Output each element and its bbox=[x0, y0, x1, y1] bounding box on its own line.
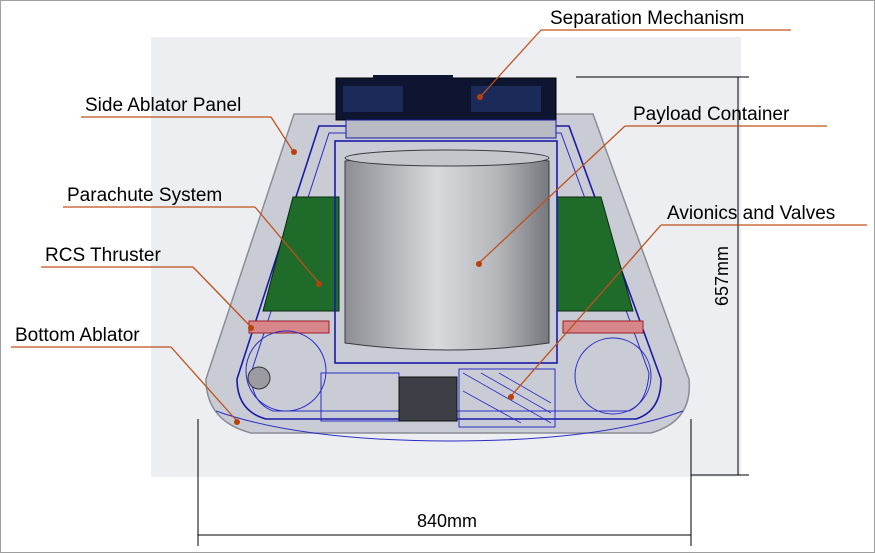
leader-bottom-ablator bbox=[170, 346, 238, 422]
leader-rcs bbox=[192, 266, 252, 328]
leader-side-ablator bbox=[270, 116, 294, 152]
payload-cylinder bbox=[344, 153, 550, 351]
inner-wall bbox=[236, 125, 662, 420]
label-rcs-thruster: RCS Thruster bbox=[45, 245, 161, 266]
label-payload-container: Payload Container bbox=[633, 104, 790, 125]
leader-separation bbox=[480, 29, 542, 97]
separation-mechanism-detail bbox=[343, 86, 403, 112]
label-bottom-ablator: Bottom Ablator bbox=[15, 325, 140, 346]
label-parachute-system: Parachute System bbox=[67, 185, 222, 206]
tank-right bbox=[574, 337, 652, 415]
separation-mechanism-detail-2 bbox=[471, 86, 541, 112]
avionics-box bbox=[458, 368, 556, 428]
dot-payload bbox=[476, 261, 482, 267]
payload-cylinder-top bbox=[344, 149, 550, 167]
bottom-ablator-line bbox=[215, 410, 684, 442]
separation-mechanism-top bbox=[373, 75, 453, 83]
lower-bay-dark bbox=[398, 376, 458, 422]
dot-bottom-ablator bbox=[234, 419, 240, 425]
label-avionics-and-valves: Avionics and Valves bbox=[667, 203, 835, 224]
label-separation-mechanism: Separation Mechanism bbox=[550, 8, 744, 29]
avionics-hatching bbox=[462, 372, 552, 424]
leader-avionics bbox=[510, 224, 662, 397]
dot-avionics bbox=[508, 394, 514, 400]
tank-left bbox=[245, 330, 327, 412]
dot-parachute bbox=[316, 281, 322, 287]
dot-rcs bbox=[248, 325, 254, 331]
tank-valve bbox=[247, 366, 271, 390]
payload-frame bbox=[334, 140, 558, 364]
label-side-ablator-panel: Side Ablator Panel bbox=[85, 95, 241, 116]
leader-payload bbox=[478, 125, 626, 264]
rcs-thruster-right bbox=[562, 320, 644, 334]
width-dimension-text: 840mm bbox=[417, 511, 477, 531]
dot-side-ablator bbox=[291, 149, 297, 155]
upper-hatch bbox=[345, 119, 557, 139]
height-dimension-text: 657mm bbox=[712, 246, 732, 306]
leader-parachute bbox=[254, 206, 320, 284]
dot-separation bbox=[477, 94, 483, 100]
